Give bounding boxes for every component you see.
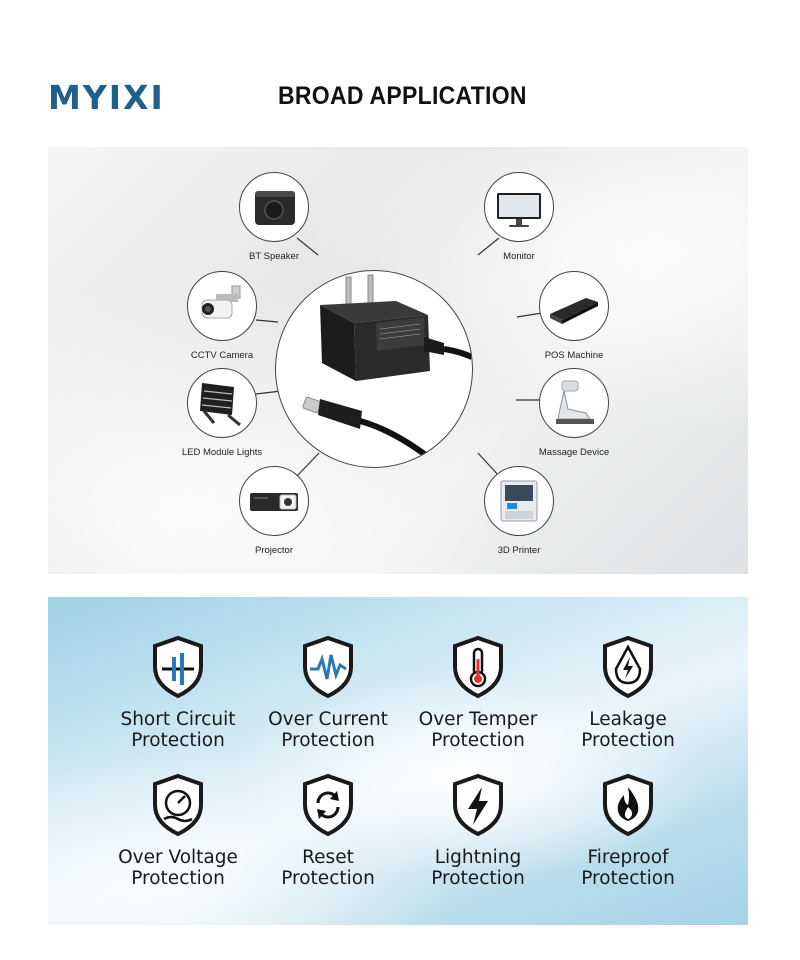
- leakage-bolt-shield-icon: [603, 635, 653, 699]
- app-label: CCTV Camera: [190, 350, 254, 361]
- protection-title: Over Temper: [418, 709, 538, 730]
- app-3d-printer: 3D Printer: [444, 466, 594, 556]
- app-monitor: Monitor: [444, 172, 594, 262]
- page-title: BROAD APPLICATION: [278, 82, 527, 110]
- protection-title: Short Circuit: [120, 709, 236, 730]
- protection-subtitle: Protection: [431, 730, 525, 751]
- app-label: BT Speaker: [249, 251, 299, 262]
- lightning-shield-icon: [453, 773, 503, 837]
- protection-subtitle: Protection: [581, 868, 675, 889]
- protection-subtitle: Protection: [131, 730, 225, 751]
- protection-subtitle: Protection: [281, 730, 375, 751]
- reset-arrows-shield-icon: [303, 773, 353, 837]
- app-label: Massage Device: [538, 447, 610, 458]
- protection-subtitle: Protection: [581, 730, 675, 751]
- cctv-camera-icon: [187, 271, 257, 341]
- protection-title: Over Current: [268, 709, 388, 730]
- app-projector: Projector: [199, 466, 349, 556]
- protection-subtitle: Protection: [281, 868, 375, 889]
- connector-lines: [255, 237, 543, 477]
- thermometer-shield-icon: [453, 635, 503, 699]
- speaker-icon: [239, 172, 309, 242]
- app-bt-speaker: BT Speaker: [199, 172, 349, 262]
- massage-device-icon: [539, 368, 609, 438]
- pos-machine-icon: [539, 271, 609, 341]
- monitor-icon: [484, 172, 554, 242]
- app-cctv-camera: CCTV Camera: [147, 271, 297, 361]
- power-adapter-icon: [275, 270, 473, 468]
- app-label: LED Module Lights: [181, 447, 263, 458]
- brand-logo: MYIXI: [48, 78, 165, 117]
- protection-title: Fireproof: [587, 847, 669, 868]
- protection-subtitle: Protection: [431, 868, 525, 889]
- gauge-shield-icon: [153, 773, 203, 837]
- protection-title: Over Voltage: [118, 847, 238, 868]
- projector-icon: [239, 466, 309, 536]
- 3d-printer-icon: [484, 466, 554, 536]
- protection-title: Leakage: [589, 709, 667, 730]
- led-floodlight-icon: [187, 368, 257, 438]
- fire-shield-icon: [603, 773, 653, 837]
- app-label: Projector: [254, 545, 293, 556]
- app-label: 3D Printer: [497, 545, 541, 556]
- protection-subtitle: Protection: [131, 868, 225, 889]
- application-panel: BT Speaker Monitor CCTV Camera: [48, 147, 748, 574]
- protection-title: Lightning: [434, 847, 522, 868]
- app-pos-machine: POS Machine: [499, 271, 649, 361]
- short-circuit-shield-icon: [153, 635, 203, 699]
- protection-title: Reset: [302, 847, 354, 868]
- over-current-shield-icon: [303, 635, 353, 699]
- app-label: Monitor: [503, 251, 535, 262]
- app-massage-device: Massage Device: [499, 368, 649, 458]
- app-label: POS Machine: [544, 350, 604, 361]
- app-led-module-lights: LED Module Lights: [147, 368, 297, 458]
